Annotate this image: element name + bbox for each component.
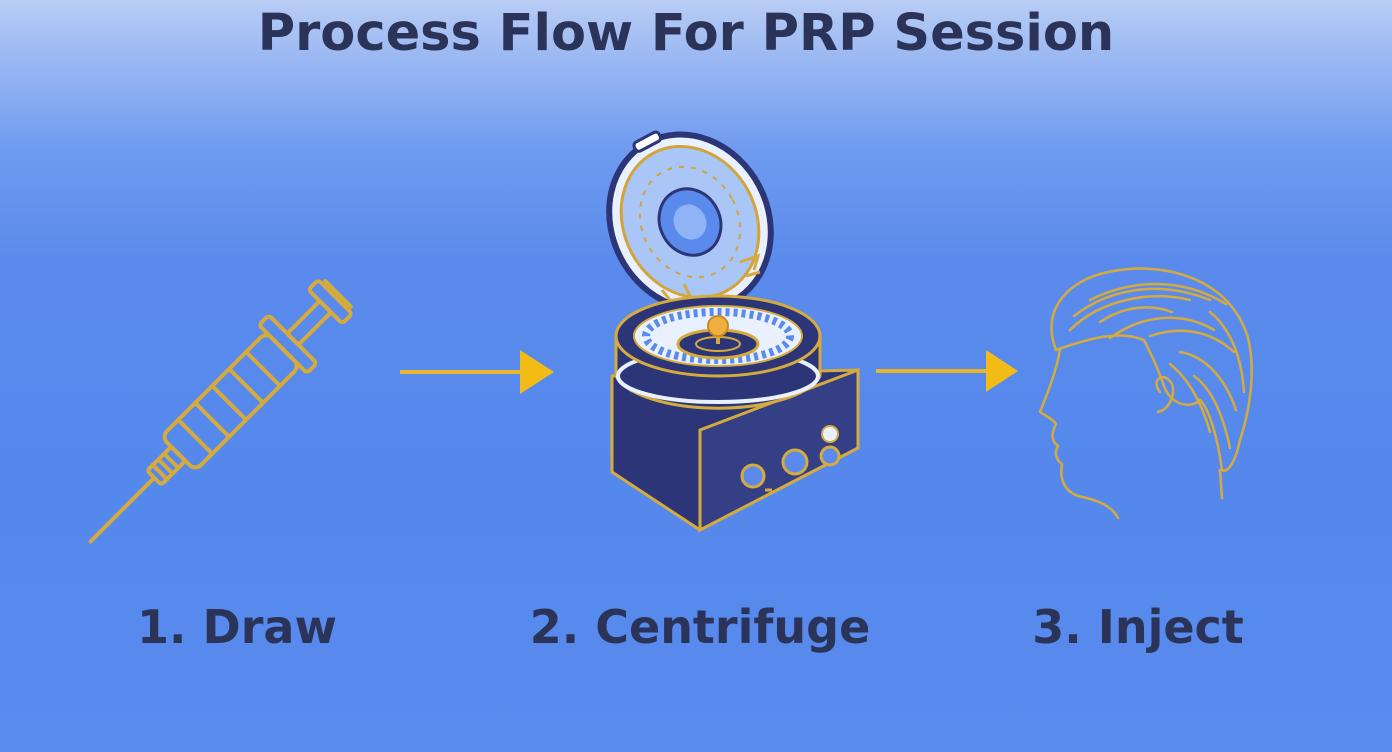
step-label-centrifuge: 2. Centrifuge xyxy=(529,600,871,654)
diagram-title: Process Flow For PRP Session xyxy=(257,4,1115,63)
centrifuge-icon xyxy=(606,130,860,533)
arrow-icon-1 xyxy=(400,350,554,394)
step-label-inject: 3. Inject xyxy=(1032,600,1244,654)
arrow-icon-2 xyxy=(876,350,1018,392)
syringe-icon xyxy=(88,279,353,544)
head-profile-icon xyxy=(1038,267,1253,520)
step-label-draw: 1. Draw xyxy=(137,600,337,654)
